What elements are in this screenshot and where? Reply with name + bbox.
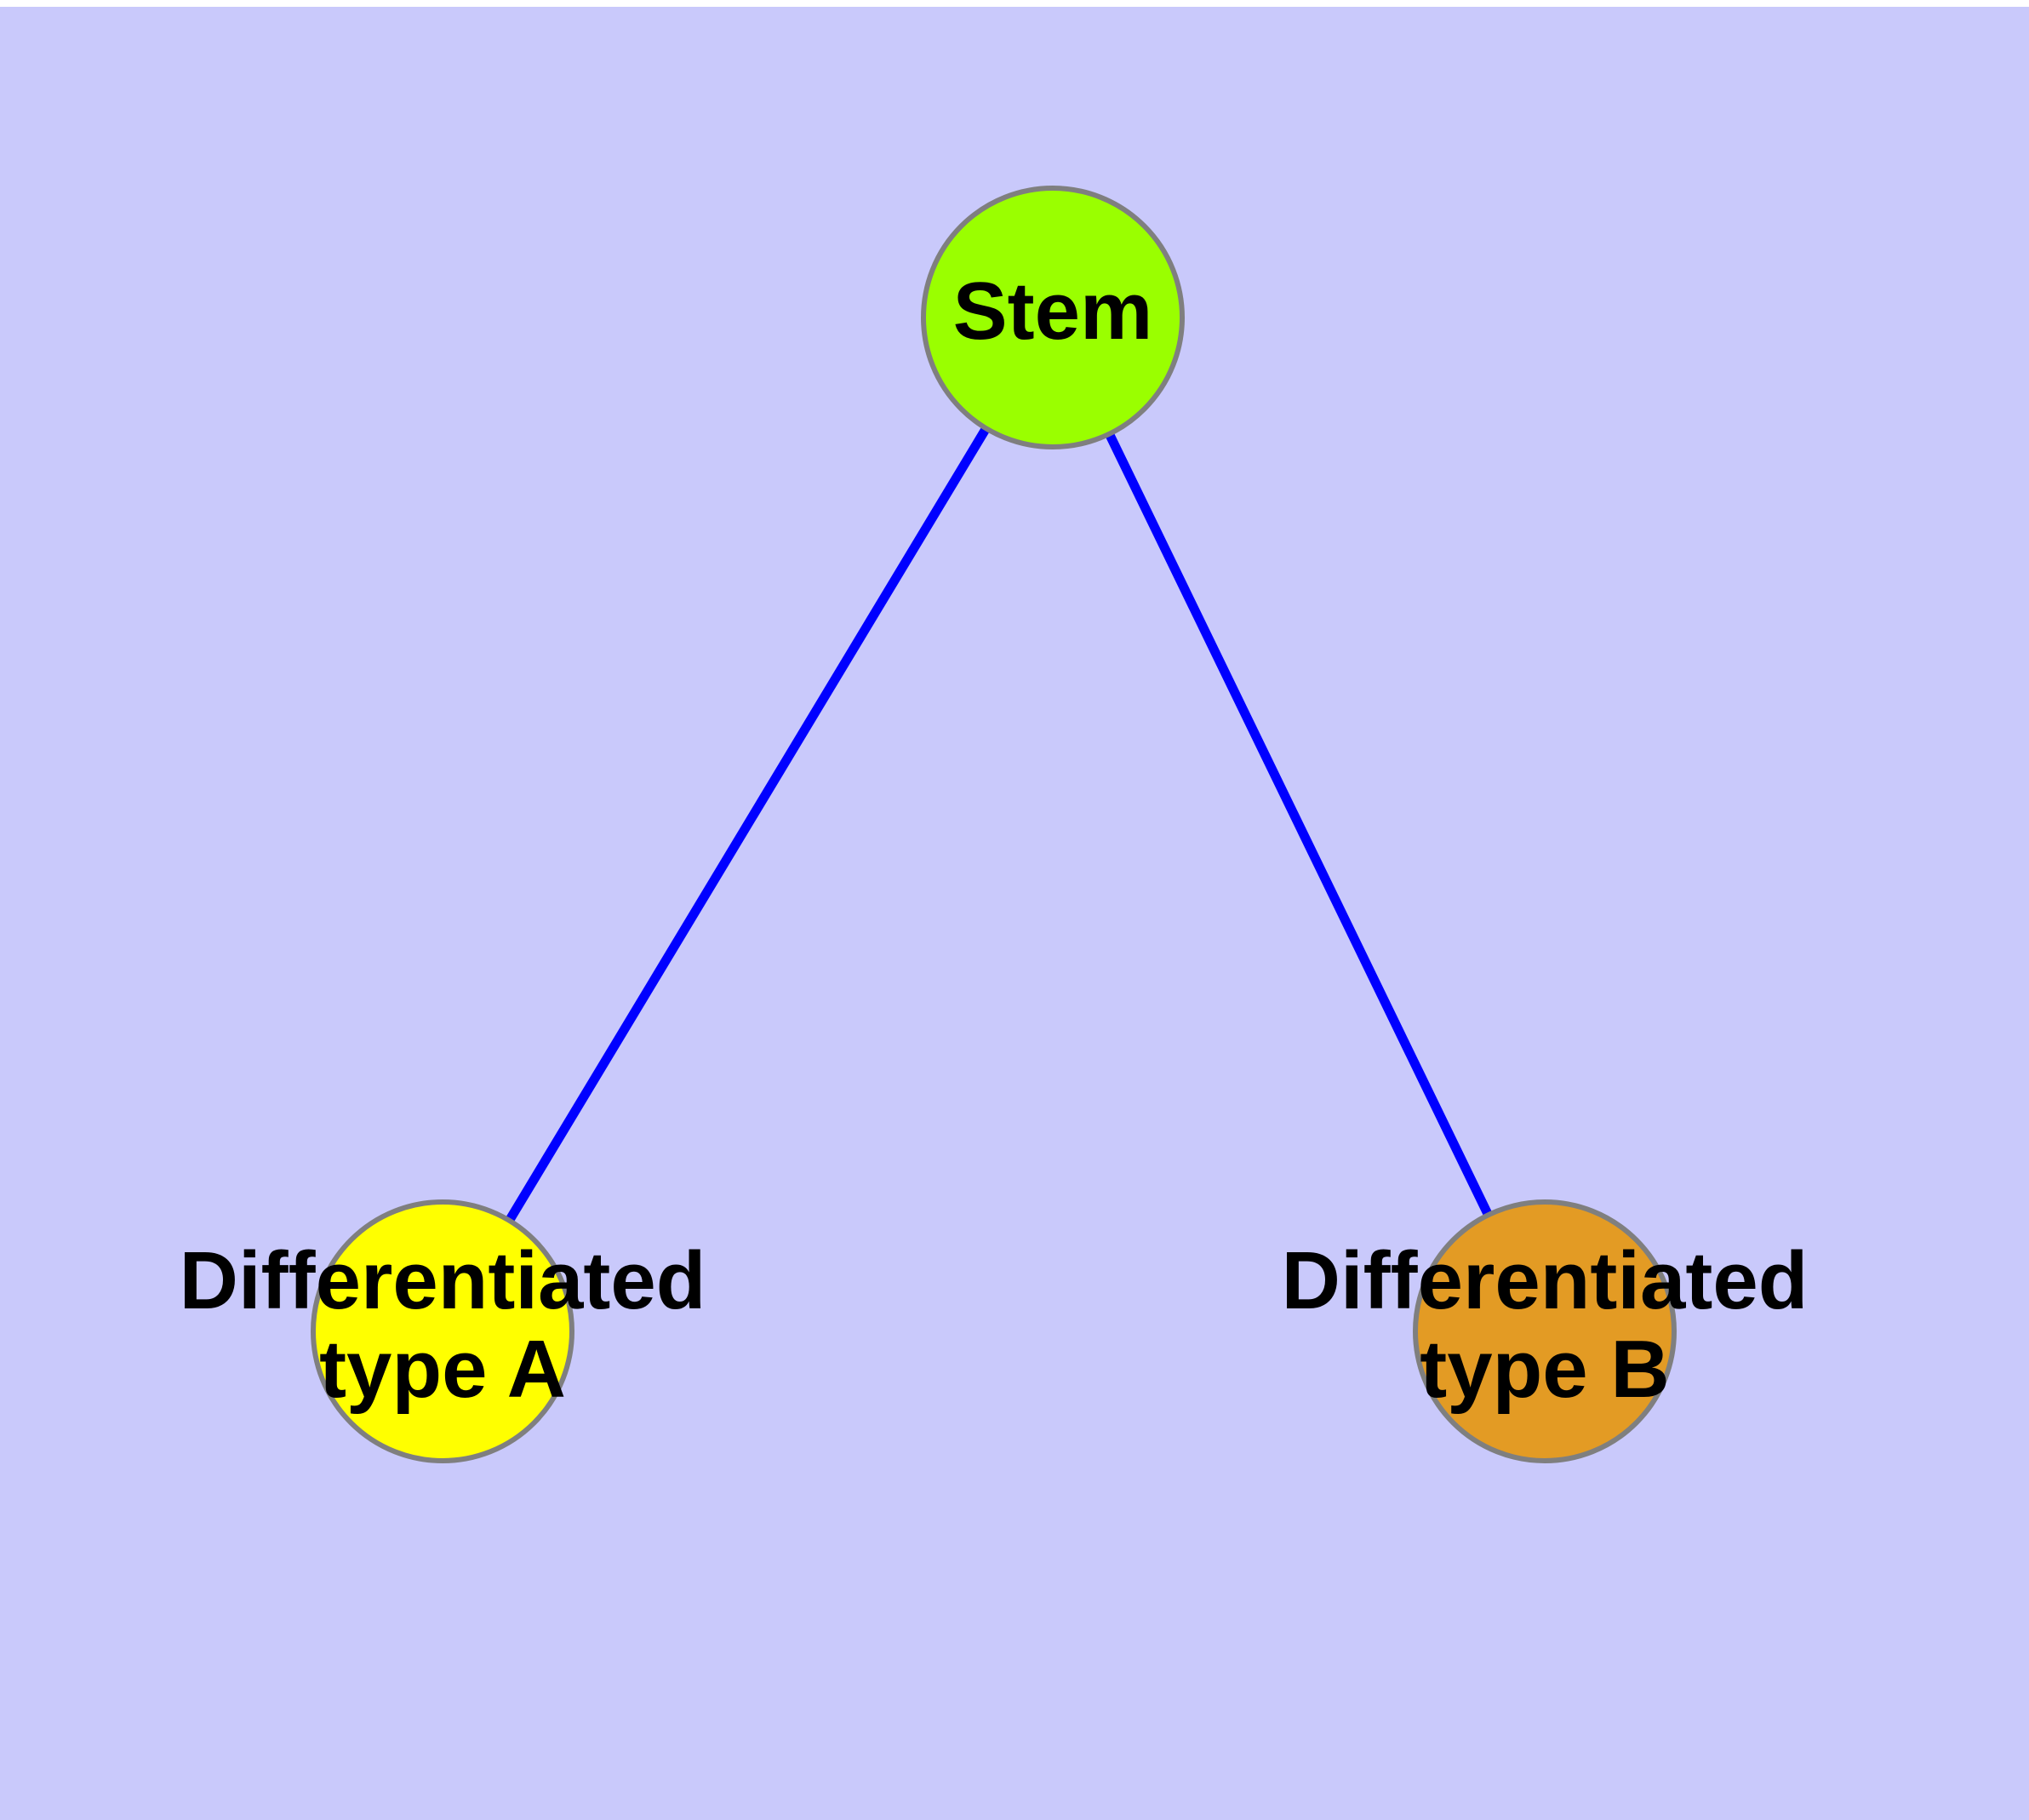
edges-layer bbox=[438, 315, 1549, 1334]
nodes-layer bbox=[311, 186, 1677, 1463]
graph-node-label-line: Differentiated bbox=[180, 1235, 706, 1326]
graph-node-label-line: Differentiated bbox=[1282, 1235, 1809, 1326]
graph-node-diff-a[interactable] bbox=[311, 1199, 574, 1463]
graph-node-label-line: Stem bbox=[953, 266, 1153, 357]
graph-edge-stem-to-b[interactable] bbox=[1049, 315, 1549, 1334]
graph-node-label-line: type B bbox=[1420, 1324, 1669, 1415]
graph-edge-stem-to-a[interactable] bbox=[438, 315, 1057, 1334]
graph-node-label-stem: Stem bbox=[953, 266, 1153, 357]
graph-node-diff-b[interactable] bbox=[1413, 1199, 1677, 1463]
graph-node-label-line: type A bbox=[319, 1324, 566, 1415]
graph-node-stem[interactable] bbox=[921, 186, 1185, 449]
